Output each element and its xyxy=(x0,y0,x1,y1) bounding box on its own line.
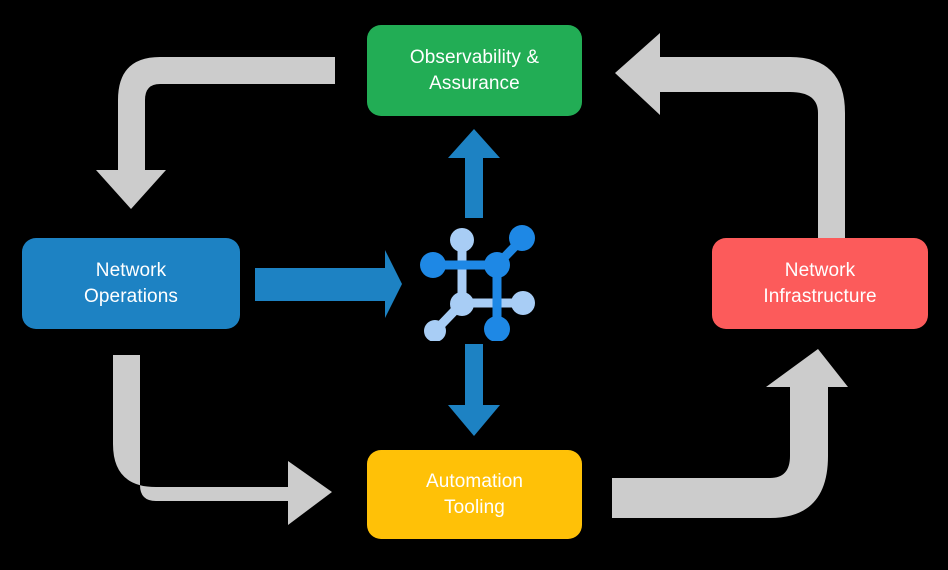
arrow-loop-automation-right-to-infrastructure xyxy=(612,349,848,518)
node-label-automation-tooling: Automation Tooling xyxy=(425,471,524,518)
node-box-network-operations[interactable]: Network Operations xyxy=(22,238,240,329)
node-box-automation-tooling[interactable]: Automation Tooling xyxy=(367,450,582,539)
node-label-observability: Observability & Assurance xyxy=(409,47,540,94)
node-label-network-operations: Network Operations xyxy=(84,260,178,307)
arrow-center-to-observability xyxy=(448,129,500,218)
node-box-observability[interactable]: Observability & Assurance xyxy=(367,25,582,116)
arrow-loop-operations-down-to-automation xyxy=(113,355,332,525)
mesh-nodes-secondary xyxy=(424,228,535,341)
mesh-nodes-primary xyxy=(420,225,535,341)
node-label-network-infrastructure: Network Infrastructure xyxy=(763,260,877,307)
arrow-center-to-automation xyxy=(448,344,500,436)
node-box-network-infrastructure[interactable]: Network Infrastructure xyxy=(712,238,928,329)
arrow-loop-top-left-to-operations xyxy=(96,57,335,209)
network-mesh-icon xyxy=(420,225,535,341)
arrow-operations-to-center xyxy=(255,250,402,318)
arrow-loop-infrastructure-up-to-observability xyxy=(615,33,845,238)
